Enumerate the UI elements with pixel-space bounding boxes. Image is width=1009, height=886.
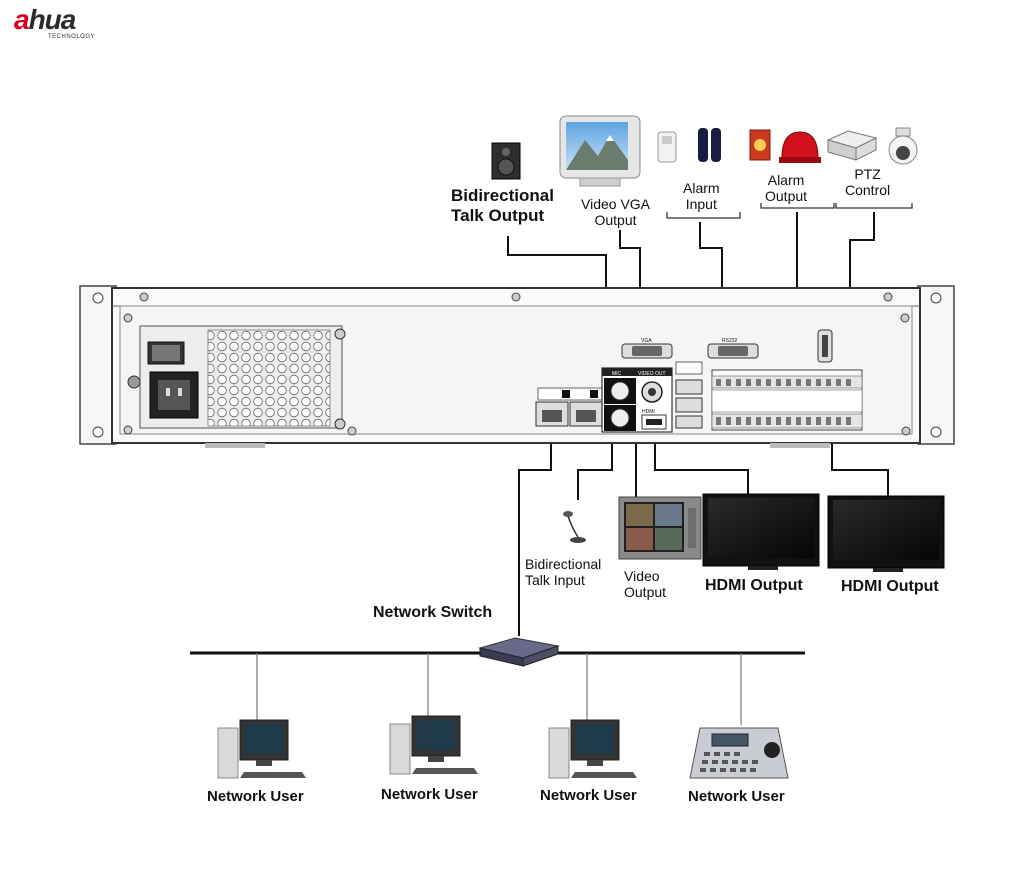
network-user-pc-3-icon bbox=[549, 720, 637, 778]
label-ptz-control-line1: PTZ bbox=[845, 166, 890, 182]
label-talk-output: Bidirectional Talk Output bbox=[451, 186, 554, 227]
port-label-vga: VGA bbox=[641, 338, 652, 344]
port-label-video-out: VIDEO OUT bbox=[638, 371, 666, 377]
network-user-keyboard-icon bbox=[690, 728, 788, 778]
label-network-user-1: Network User bbox=[207, 788, 304, 805]
label-ptz-control: PTZ Control bbox=[845, 166, 890, 198]
port-label-mic: MIC bbox=[612, 371, 622, 377]
label-talk-input: Bidirectional Talk Input bbox=[525, 556, 601, 588]
label-video-output-line2: Output bbox=[624, 584, 666, 600]
label-hdmi-output-1: HDMI Output bbox=[705, 577, 803, 595]
network-switch-device bbox=[480, 638, 558, 666]
label-video-output: Video Output bbox=[624, 568, 666, 600]
network-bus bbox=[190, 653, 805, 725]
bracket-ptz bbox=[836, 203, 912, 208]
microphone-icon bbox=[563, 511, 586, 543]
label-video-output-line1: Video bbox=[624, 568, 666, 584]
label-alarm-output-line2: Output bbox=[765, 188, 807, 204]
video-monitor-icon bbox=[619, 497, 701, 559]
label-talk-output-line2: Talk Output bbox=[451, 206, 554, 226]
speaker-icon bbox=[492, 143, 520, 179]
label-network-user-4: Network User bbox=[688, 788, 785, 805]
ptz-camera-icon bbox=[828, 128, 917, 164]
network-user-pc-2-icon bbox=[390, 716, 478, 774]
label-network-user-3: Network User bbox=[540, 787, 637, 804]
nvr-rear-panel: MIC VIDEO OUT HDMI VGA RS232 bbox=[80, 286, 954, 448]
label-alarm-input: Alarm Input bbox=[683, 180, 720, 212]
network-user-pc-1-icon bbox=[218, 720, 306, 778]
label-alarm-output-line1: Alarm bbox=[765, 172, 807, 188]
label-talk-input-line2: Talk Input bbox=[525, 572, 601, 588]
hdmi-tv-1-icon bbox=[703, 494, 819, 570]
hdmi-tv-2-icon bbox=[828, 496, 944, 572]
label-ptz-control-line2: Control bbox=[845, 182, 890, 198]
label-alarm-input-line1: Alarm bbox=[683, 180, 720, 196]
label-vga-output-line1: Video VGA bbox=[581, 196, 650, 212]
label-network-switch: Network Switch bbox=[373, 604, 492, 622]
wire-network bbox=[519, 420, 551, 636]
label-alarm-output: Alarm Output bbox=[765, 172, 807, 204]
label-talk-input-line1: Bidirectional bbox=[525, 556, 601, 572]
bracket-alarm-input bbox=[667, 212, 740, 218]
port-label-hdmi: HDMI bbox=[642, 409, 655, 415]
vga-monitor-icon bbox=[560, 116, 640, 186]
label-network-user-2: Network User bbox=[381, 786, 478, 803]
siren-icon bbox=[750, 130, 821, 163]
label-alarm-input-line2: Input bbox=[683, 196, 720, 212]
label-hdmi-output-2: HDMI Output bbox=[841, 578, 939, 596]
label-talk-output-line1: Bidirectional bbox=[451, 186, 554, 206]
label-vga-output: Video VGA Output bbox=[581, 196, 650, 228]
alarm-sensor-icon bbox=[658, 128, 721, 162]
label-vga-output-line2: Output bbox=[581, 212, 650, 228]
port-label-rs232: RS232 bbox=[722, 338, 738, 344]
